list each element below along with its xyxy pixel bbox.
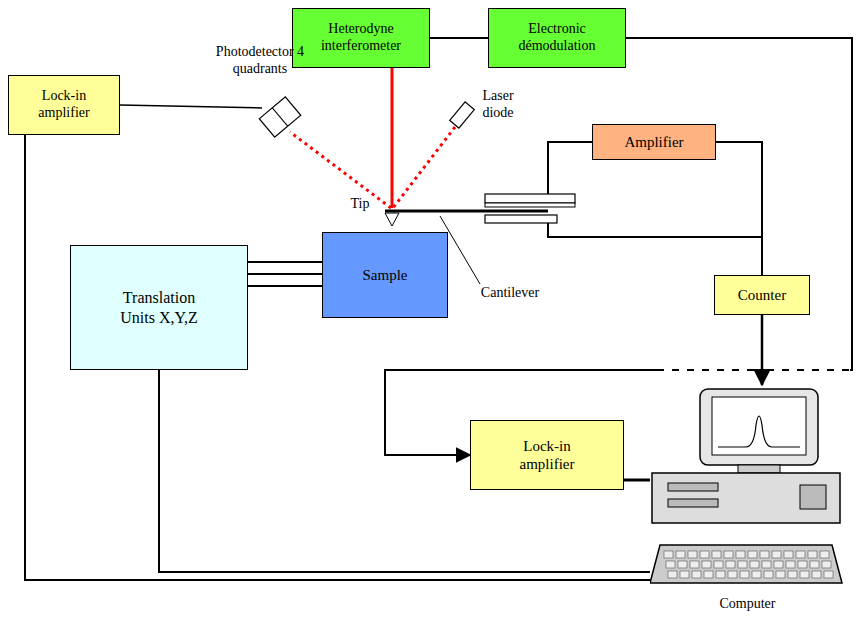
connector <box>25 135 650 580</box>
connector <box>761 315 764 385</box>
connector <box>248 273 322 275</box>
tip-symbol <box>385 213 399 226</box>
component-label: Cantilever <box>470 285 550 302</box>
amplifier-box: Amplifier <box>592 124 716 160</box>
counter-box: Counter <box>714 275 810 315</box>
lockin-box: Lock-in amplifier <box>470 420 624 490</box>
node-text: Lock-in amplifier <box>24 88 104 122</box>
translation-box: Translation Units X,Y,Z <box>70 245 248 370</box>
connector <box>248 261 322 263</box>
cantilever-beam <box>385 210 548 213</box>
laser-diode-symbol <box>450 102 475 128</box>
dashed-line-gap <box>664 368 752 373</box>
connector <box>624 479 650 482</box>
node-text: Heterodyne interferometer <box>306 21 416 55</box>
node-text: Translation Units X,Y,Z <box>118 288 200 326</box>
node-text: Electronic démodulation <box>502 21 612 55</box>
dashed-line-gap <box>774 368 850 373</box>
piezo-wire <box>548 223 762 237</box>
piezo-plate <box>485 194 575 203</box>
piezo-plate <box>485 215 557 223</box>
connector <box>430 37 488 39</box>
laser-beam <box>393 127 455 208</box>
demodulation-box: Electronic démodulation <box>488 8 626 68</box>
node-text: Lock-in amplifier <box>502 437 592 473</box>
component-label: Laser diode <box>468 88 528 122</box>
component-label: Photodetector 4 quadrants <box>200 44 320 78</box>
component-label: Tip <box>342 196 378 213</box>
computer-node: Computer <box>650 385 845 615</box>
connector <box>248 285 322 287</box>
reflected-beam <box>290 132 391 208</box>
interferometer-beam <box>391 68 394 208</box>
node-text: Amplifier <box>624 133 683 151</box>
node-text: Sample <box>363 266 408 284</box>
node-text: Counter <box>738 286 786 304</box>
computer-icon <box>650 385 845 585</box>
signal-wire <box>120 105 262 108</box>
lockin-box: Lock-in amplifier <box>8 75 120 135</box>
connector <box>159 370 650 572</box>
connector <box>716 142 762 275</box>
node-text: Computer <box>720 596 776 615</box>
photodetector-symbol <box>259 97 300 137</box>
piezo-plate <box>485 203 575 207</box>
sample-box: Sample <box>322 232 448 318</box>
piezo-wire <box>548 142 592 194</box>
interferometer-box: Heterodyne interferometer <box>292 8 430 68</box>
